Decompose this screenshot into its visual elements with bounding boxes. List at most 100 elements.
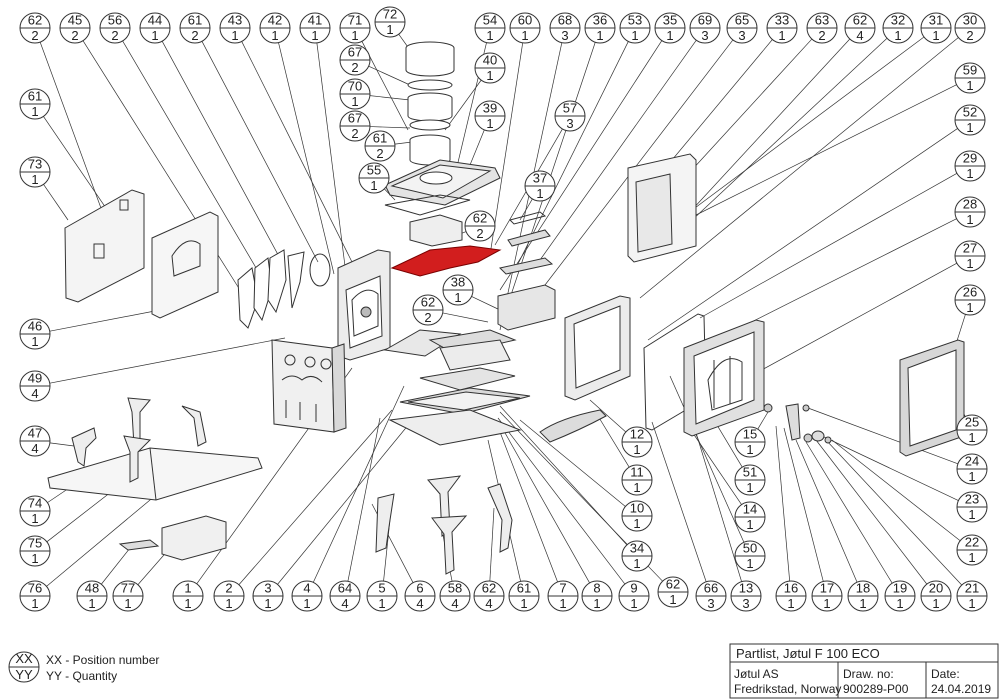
callout-position-number: 30 <box>963 13 977 28</box>
callout-position-number: 13 <box>739 581 753 596</box>
callout-position-number: 27 <box>963 241 977 256</box>
callout-position-number: 49 <box>28 371 42 386</box>
decorative-side-panel <box>271 339 347 433</box>
callout-quantity: 1 <box>633 442 640 457</box>
callout-position-number: 40 <box>483 53 497 68</box>
callout-position-number: 52 <box>963 105 977 120</box>
callout-position-number: 31 <box>929 13 943 28</box>
leader-line <box>831 439 961 542</box>
callout-position-number: 8 <box>593 581 600 596</box>
title-block-date: 24.04.2019 <box>931 682 991 696</box>
leader-line <box>241 41 353 263</box>
callout-quantity: 1 <box>966 256 973 271</box>
door-handle-parts <box>763 403 832 444</box>
callout-position-number: 24 <box>965 454 979 469</box>
callout-bubble-62: 621 <box>657 576 689 608</box>
callout-bubble-29: 291 <box>954 150 986 182</box>
callout-position-number: 60 <box>518 13 532 28</box>
leader-line <box>369 95 411 101</box>
callout-quantity: 1 <box>966 78 973 93</box>
callout-bubble-61: 611 <box>19 88 51 120</box>
callout-bubble-25: 251 <box>956 414 988 446</box>
callout-position-number: 66 <box>704 581 718 596</box>
callout-bubble-76: 761 <box>19 580 51 612</box>
leader-line <box>775 425 791 582</box>
callout-bubble-62: 622 <box>19 12 51 44</box>
left-side-panel <box>337 249 391 361</box>
callout-bubble-64: 644 <box>329 580 361 612</box>
leader-line <box>161 41 283 263</box>
callout-position-number: 9 <box>630 581 637 596</box>
callout-position-number: 37 <box>533 171 547 186</box>
callout-bubble-20: 201 <box>920 580 952 612</box>
callout-bubble-26: 261 <box>954 284 986 316</box>
callout-position-number: 74 <box>28 496 42 511</box>
leader-line <box>471 296 501 311</box>
callout-quantity: 1 <box>823 596 830 611</box>
callout-bubble-68: 683 <box>549 12 581 44</box>
callout-position-number: 48 <box>85 581 99 596</box>
leader-line <box>689 38 851 213</box>
callout-quantity: 1 <box>633 516 640 531</box>
callout-quantity: 3 <box>738 28 745 43</box>
callout-position-number: 21 <box>965 581 979 596</box>
callout-position-number: 28 <box>963 197 977 212</box>
callout-position-number: 57 <box>563 101 577 116</box>
callout-quantity: 1 <box>633 480 640 495</box>
leader-line <box>805 441 893 584</box>
baffle-plate-highlighted <box>390 245 502 277</box>
callout-bubble-43: 431 <box>219 12 251 44</box>
callout-position-number: 56 <box>108 13 122 28</box>
callout-bubble-11: 111 <box>621 464 653 496</box>
callout-bubble-67: 672 <box>339 110 371 142</box>
leader-line <box>444 79 482 131</box>
leader-line <box>43 184 69 221</box>
leader-line <box>539 40 697 261</box>
callout-position-number: 14 <box>743 502 757 517</box>
callout-quantity: 1 <box>31 334 38 349</box>
callout-quantity: 1 <box>633 556 640 571</box>
callout-bubble-40: 401 <box>474 52 506 84</box>
callout-bubble-8: 81 <box>581 580 613 612</box>
callout-bubble-1: 11 <box>172 580 204 612</box>
rear-flue-components <box>497 211 556 331</box>
callout-bubble-27: 271 <box>954 240 986 272</box>
callout-bubble-39: 391 <box>474 100 506 132</box>
callout-quantity: 1 <box>31 104 38 119</box>
callout-quantity: 1 <box>746 442 753 457</box>
callout-bubble-75: 751 <box>19 535 51 567</box>
legs-right-group <box>375 475 513 575</box>
firebox-assembly <box>383 329 531 446</box>
callout-quantity: 1 <box>31 511 38 526</box>
callout-position-number: 58 <box>448 581 462 596</box>
callout-quantity: 1 <box>151 28 158 43</box>
callout-bubble-21: 211 <box>956 580 988 612</box>
callout-position-number: 61 <box>188 13 202 28</box>
legend-yy-text: YY - Quantity <box>46 669 117 683</box>
callout-bubble-61: 611 <box>508 580 540 612</box>
callout-quantity: 1 <box>264 596 271 611</box>
callout-quantity: 4 <box>451 596 458 611</box>
leader-line <box>757 411 769 430</box>
callout-bubble-63: 632 <box>806 12 838 44</box>
legend: XX YY XX - Position number YY - Quantity <box>8 651 159 683</box>
leader-line <box>509 42 596 299</box>
leader-line <box>49 309 161 332</box>
callout-quantity: 2 <box>191 28 198 43</box>
leader-line <box>499 405 628 546</box>
leader-line <box>665 84 957 231</box>
callout-position-number: 11 <box>630 465 644 480</box>
callout-bubble-33: 331 <box>766 12 798 44</box>
title-block-title: Partlist, Jøtul F 100 ECO <box>736 646 880 661</box>
callout-bubble-19: 191 <box>884 580 916 612</box>
leader-line <box>316 42 349 291</box>
stove-parts-drawing <box>47 41 965 575</box>
top-gasket <box>384 194 471 216</box>
callout-quantity: 4 <box>31 441 38 456</box>
callout-quantity: 1 <box>968 430 975 445</box>
callout-quantity: 1 <box>386 22 393 37</box>
callout-position-number: 29 <box>963 151 977 166</box>
callout-bubble-9: 91 <box>618 580 650 612</box>
callout-bubble-37: 371 <box>524 170 556 202</box>
legend-yy-symbol: YY <box>15 667 33 682</box>
